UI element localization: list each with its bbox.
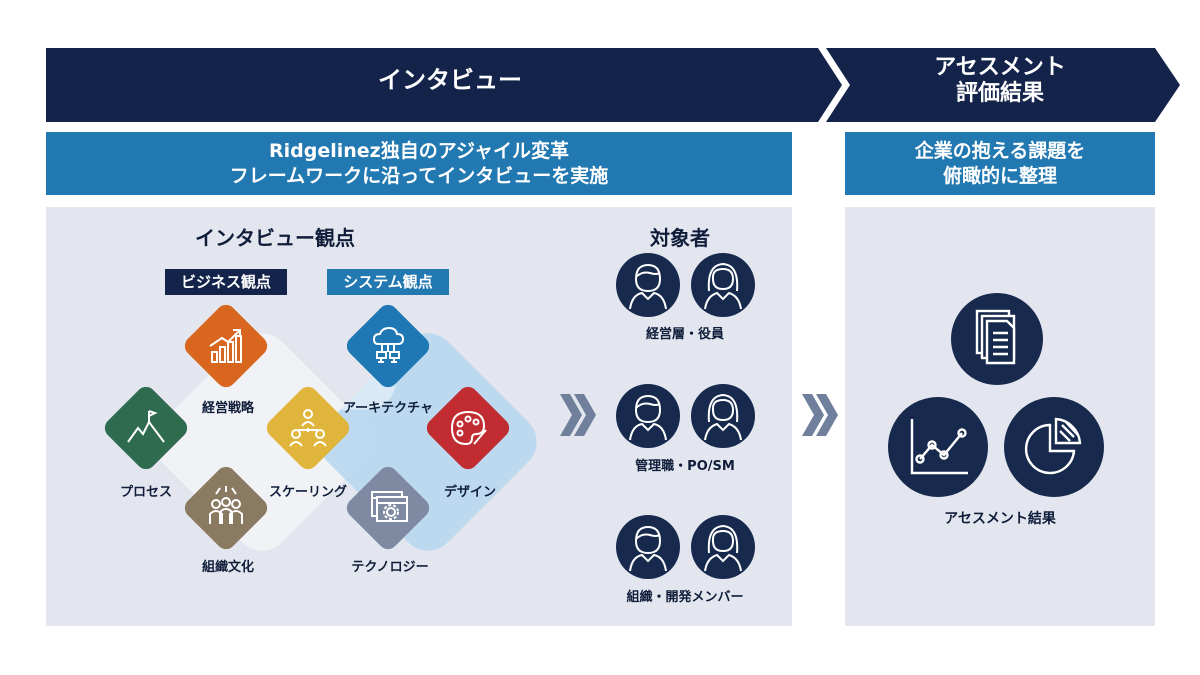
double-chevron-icon [560,394,596,436]
header-assessment-line2: 評価結果 [955,81,1044,107]
female-person-icon [691,384,755,448]
male-person-icon [616,384,680,448]
pie-chart-icon [1024,417,1082,475]
subheader-right: 企業の抱える課題を 俯瞰的に整理 [845,132,1155,195]
documents-icon [975,309,1016,365]
male-person-icon [616,253,680,317]
process-label: プロセス [119,485,172,500]
scaling-label: スケーリング [268,485,347,500]
design-label: デザイン [443,485,496,500]
assessment-result-label: アセスメント結果 [944,511,1056,527]
female-person-icon [691,515,755,579]
perspectives-title: インタビュー観点 [195,226,355,250]
strategy-label: 経営戦略 [201,401,254,416]
palette-icon [450,410,487,446]
mountain-flag-icon [127,410,165,443]
growth-chart-icon [209,329,242,363]
browser-gear-icon [371,491,408,522]
hierarchy-people-icon [289,409,327,447]
technology-label: テクノロジー [351,560,429,575]
culture-label: 組織文化 [201,560,254,575]
line-chart-icon [910,419,968,475]
target-group-managers: 管理職・PO/SM [635,459,735,474]
header-assessment-title: アセスメント 評価結果 [880,55,1120,108]
header-interview-title: インタビュー [378,66,522,94]
target-group-members: 組織・開発メンバー [626,590,744,605]
system-perspective-tag: システム観点 [327,269,449,295]
header-chevron-bar [46,48,1180,122]
business-perspective-tag: ビジネス観点 [165,269,287,295]
architecture-label: アーキテクチャ [342,401,434,416]
subheader-left: Ridgelinez独自のアジャイル変革 フレームワークに沿ってインタビューを実… [46,132,792,195]
targets-title: 対象者 [650,226,710,250]
pie-chart-circle [1004,397,1104,497]
double-chevron-icon-right [802,394,838,436]
line-chart-circle [888,397,988,497]
team-hands-icon [209,486,243,524]
target-group-executives: 経営層・役員 [645,327,724,342]
header-assessment-line1: アセスメント [934,55,1066,80]
female-person-icon [691,253,755,317]
subheader-left-line1: Ridgelinez独自のアジャイル変革 [268,139,570,162]
subheader-right-line1: 企業の抱える課題を [914,139,1086,162]
documents-circle [951,293,1043,385]
subheader-left-line2: フレームワークに沿ってインタビューを実施 [229,164,609,187]
subheader-right-line2: 俯瞰的に整理 [942,164,1057,187]
cloud-network-icon [372,326,405,363]
male-person-icon [616,515,680,579]
